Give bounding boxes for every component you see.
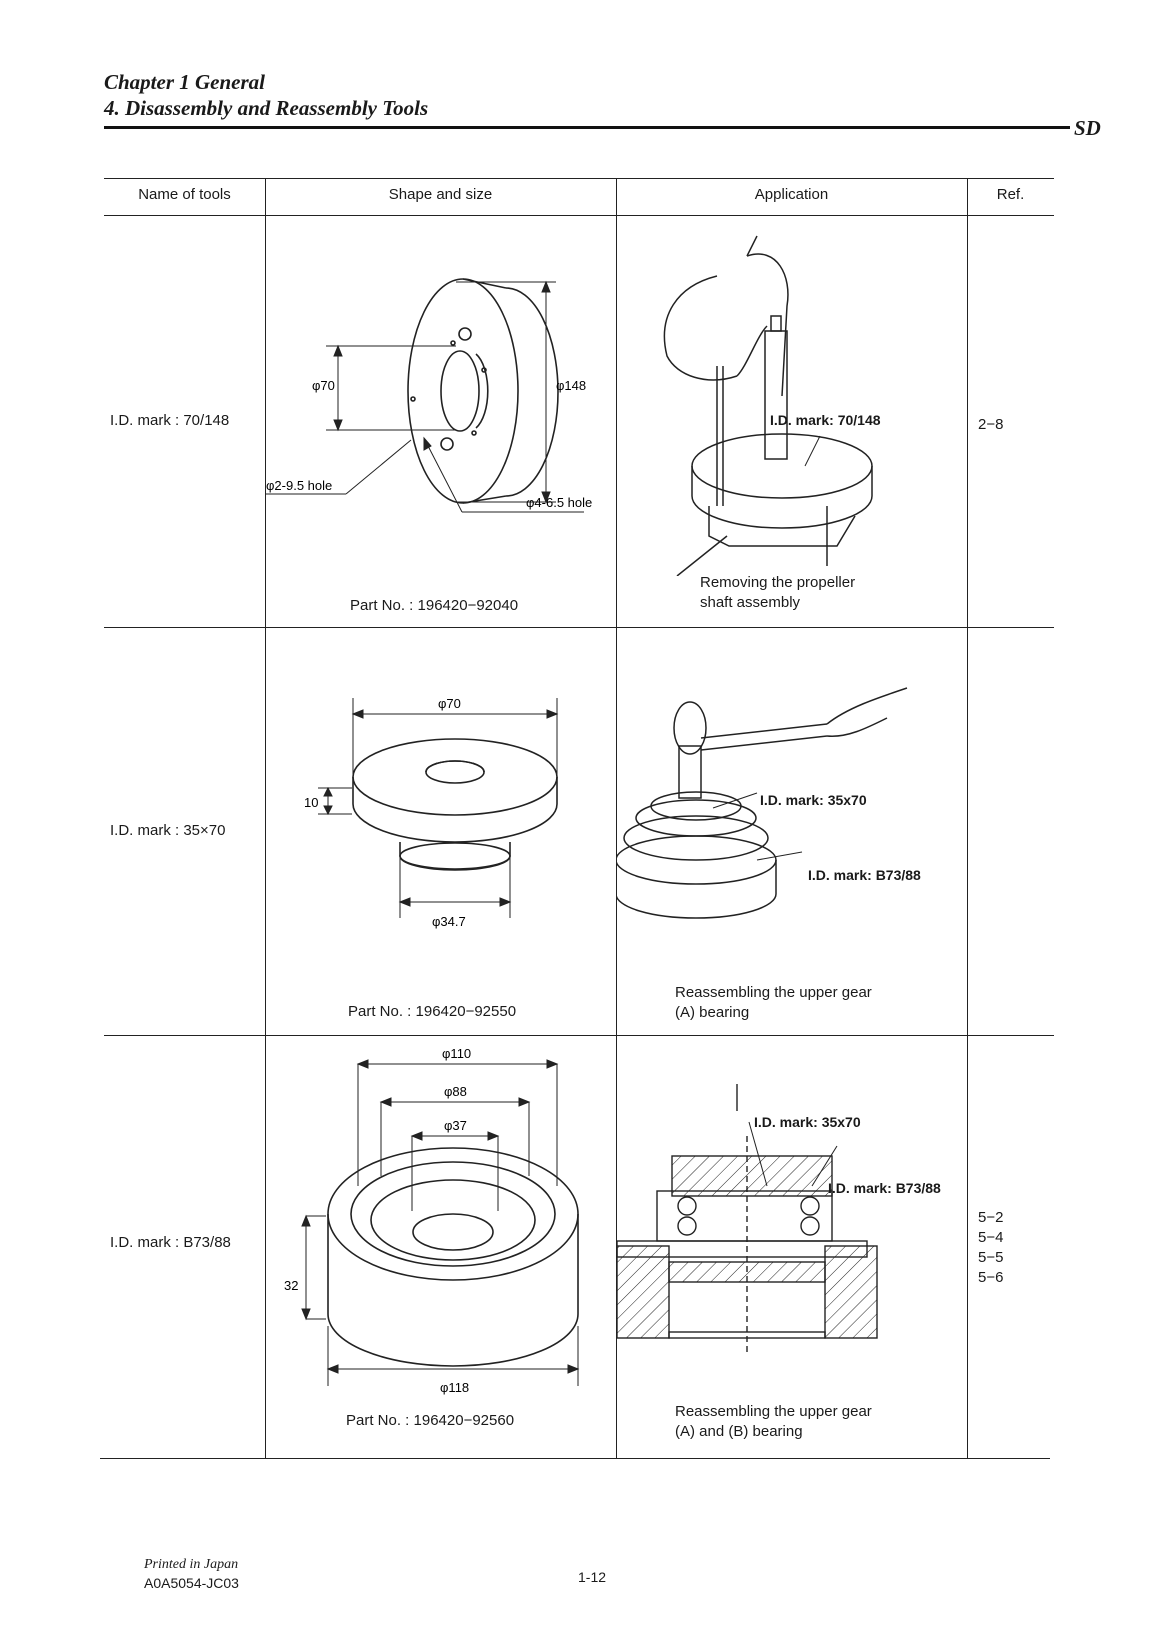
tool-drawing-b73-88: φ110 φ88 φ37 32 φ118	[284, 1046, 580, 1395]
dim-label: 10	[304, 795, 318, 810]
application-illustration-propeller	[663, 235, 873, 576]
application-caption: Reassembling the upper gear (A) bearing	[675, 983, 872, 1023]
part-number: Part No. : 196420−92550	[348, 1003, 517, 1020]
column-divider	[967, 178, 968, 1458]
column-header-ref: Ref.	[996, 186, 1025, 203]
application-label: I.D. mark: B73/88	[808, 867, 921, 883]
header-rule	[104, 126, 1070, 129]
dim-label: φ88	[444, 1084, 467, 1099]
caption-line: Reassembling the upper gear	[675, 1403, 872, 1420]
printed-in: Printed in Japan	[144, 1557, 239, 1572]
page-number: 1-12	[578, 1569, 607, 1585]
dim-label: φ4-6.5 hole	[526, 495, 592, 510]
caption-line: (A) and (B) bearing	[675, 1423, 803, 1440]
tool-drawing-70-148: φ70 φ148 φ2-9.5 hole φ4-6.5 hole	[266, 278, 592, 513]
caption-line: shaft assembly	[700, 594, 801, 611]
reference-item: 5−2	[978, 1209, 1004, 1226]
column-divider	[616, 178, 617, 1458]
dim-label: φ2-9.5 hole	[266, 478, 332, 493]
section-title: 4. Disassembly and Reassembly Tools	[104, 96, 429, 120]
reference: 5−2 5−4 5−5 5−6	[978, 1208, 1003, 1288]
table-header-rule	[104, 215, 1054, 216]
column-header-shape: Shape and size	[388, 186, 493, 203]
dim-label: 32	[284, 1278, 298, 1293]
application-label: I.D. mark: 70/148	[770, 412, 881, 428]
row-divider	[104, 1035, 1054, 1036]
dim-label: φ110	[442, 1046, 471, 1061]
caption-line: Reassembling the upper gear	[675, 984, 872, 1001]
application-label: I.D. mark: 35x70	[754, 1114, 861, 1130]
dim-label: φ118	[440, 1380, 469, 1395]
dim-label: φ34.7	[432, 914, 466, 929]
tool-id-mark: I.D. mark : B73/88	[110, 1234, 231, 1251]
table-top-rule	[104, 178, 1054, 179]
caption-line: Removing the propeller	[700, 574, 856, 591]
row-divider	[104, 627, 1054, 628]
column-header-application: Application	[754, 186, 829, 203]
column-header-name: Name of tools	[138, 186, 231, 203]
reference-item: 5−6	[978, 1269, 1004, 1286]
reference-item: 5−5	[978, 1249, 1004, 1266]
reference: 2−8	[978, 415, 1003, 435]
caption-line: (A) bearing	[675, 1004, 750, 1021]
dim-label: φ37	[444, 1118, 467, 1133]
application-caption: Reassembling the upper gear (A) and (B) …	[675, 1402, 872, 1442]
application-label: I.D. mark: 35x70	[760, 792, 867, 808]
tool-id-mark: I.D. mark : 70/148	[110, 412, 230, 429]
model-code: SD	[1074, 116, 1101, 140]
chapter-title: Chapter 1 General	[104, 70, 266, 94]
dim-label: φ70	[312, 378, 335, 393]
reference-item: 2−8	[978, 416, 1004, 433]
table-bottom-rule	[100, 1458, 1050, 1459]
application-caption: Removing the propeller shaft assembly	[700, 573, 855, 613]
tool-id-mark: I.D. mark : 35×70	[110, 822, 226, 839]
dim-label: φ148	[556, 378, 586, 393]
reference-item: 5−4	[978, 1229, 1004, 1246]
application-illustration-upper-gear-a	[617, 687, 908, 919]
document-code: A0A5054-JC03	[144, 1575, 239, 1591]
dim-label: φ70	[438, 696, 461, 711]
part-number: Part No. : 196420−92040	[350, 597, 519, 614]
part-number: Part No. : 196420−92560	[346, 1412, 515, 1429]
application-illustration-upper-gear-ab	[617, 1084, 878, 1356]
column-divider	[265, 178, 266, 1458]
application-label: I.D. mark: B73/88	[828, 1180, 941, 1196]
tool-drawing-35x70: φ70 10 φ34.7	[304, 696, 559, 929]
